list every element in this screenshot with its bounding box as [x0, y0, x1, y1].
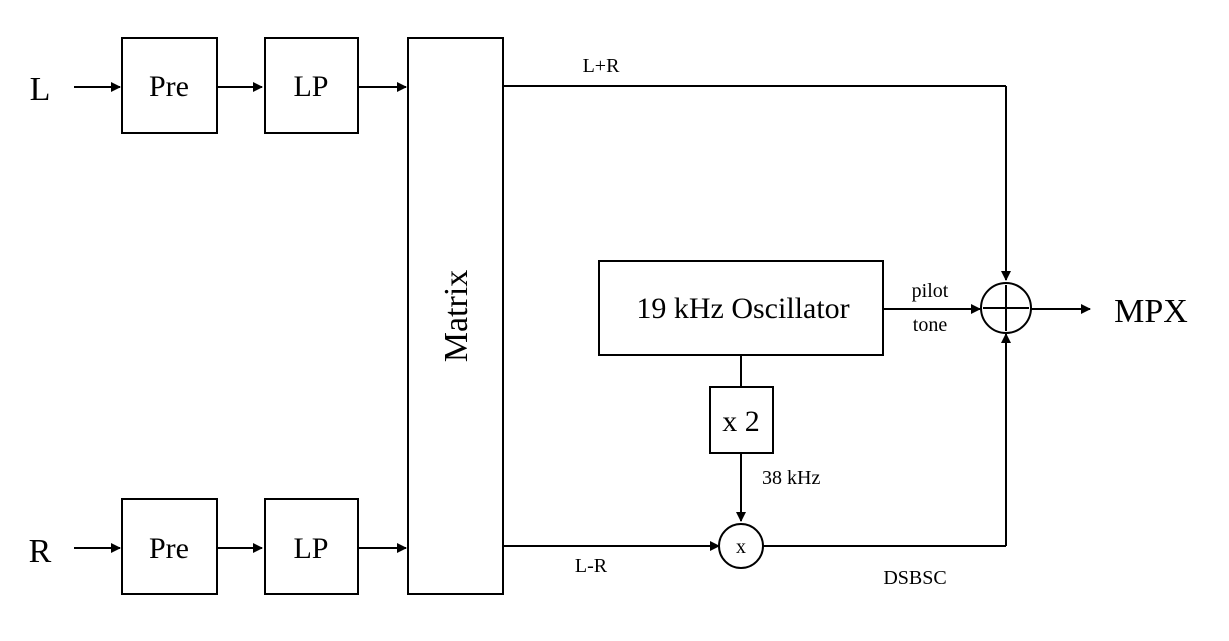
- input-label-r: R: [29, 533, 52, 570]
- difference-signal-label: L-R: [575, 555, 608, 577]
- pre-emphasis-label-top: Pre: [149, 70, 189, 103]
- oscillator-block: [598, 260, 884, 356]
- pilot-label-line2: tone: [913, 314, 948, 336]
- lowpass-block-bottom: [264, 498, 359, 595]
- lowpass-block-top: [264, 37, 359, 134]
- output-label-mpx: MPX: [1114, 293, 1188, 330]
- sum-signal-label: L+R: [583, 55, 620, 77]
- pre-emphasis-block-bottom: [121, 498, 218, 595]
- oscillator-label: 19 kHz Oscillator: [636, 292, 849, 325]
- input-label-l: L: [30, 71, 51, 108]
- pilot-label-line1: pilot: [912, 280, 949, 302]
- lowpass-label-bottom: LP: [293, 532, 328, 565]
- pre-emphasis-label-bottom: Pre: [149, 532, 189, 565]
- lowpass-label-top: LP: [293, 70, 328, 103]
- matrix-block: [407, 37, 504, 595]
- frequency-doubler-block: [709, 386, 774, 454]
- frequency-doubler-label: x 2: [722, 405, 760, 438]
- matrix-label: Matrix: [438, 270, 475, 363]
- mixer-label: x: [736, 536, 746, 558]
- dsbsc-label: DSBSC: [883, 567, 946, 589]
- carrier-label: 38 kHz: [762, 467, 820, 489]
- pre-emphasis-block-top: [121, 37, 218, 134]
